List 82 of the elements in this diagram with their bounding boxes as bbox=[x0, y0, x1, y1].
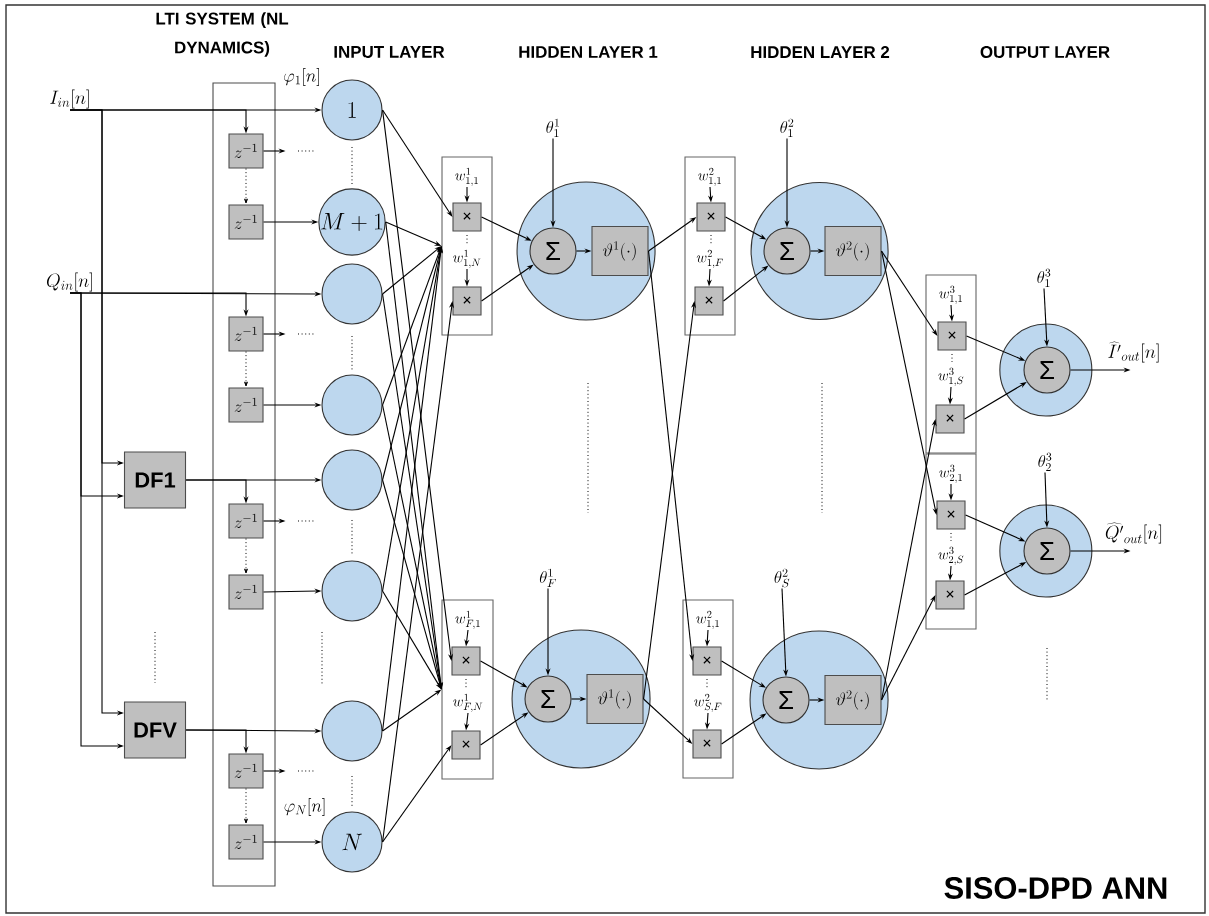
signal-label: $Q_{in}[n]$ bbox=[47, 272, 92, 292]
weight-group-box bbox=[441, 599, 494, 780]
input-neuron bbox=[321, 700, 383, 762]
multiplier-box: × bbox=[451, 646, 481, 676]
input-neuron: $1$ bbox=[321, 79, 383, 141]
layer-heading: HIDDEN LAYER 2 bbox=[751, 46, 890, 58]
delay-box: $z^{-1}$ bbox=[228, 574, 264, 610]
edge-label: $\widehat{Q'}_{out}[n]$ bbox=[1103, 521, 1165, 545]
weight-label: $w^{1}_{1,N}$ bbox=[453, 249, 481, 268]
bias-label: $\theta^{1}_{F}$ bbox=[539, 568, 556, 587]
weight-label: $w^{2}_{1,F}$ bbox=[696, 249, 723, 268]
delay-box: $z^{-1}$ bbox=[228, 204, 264, 240]
layer-heading: HIDDEN LAYER 1 bbox=[519, 46, 658, 58]
weight-label: $w^{2}_{1,1}$ bbox=[696, 610, 719, 629]
multiplier-box: × bbox=[935, 404, 965, 434]
filter-box: DF1 bbox=[123, 451, 187, 509]
input-neuron bbox=[321, 560, 383, 622]
delay-box: $z^{-1}$ bbox=[228, 387, 264, 423]
multiplier-box: × bbox=[451, 730, 481, 760]
summation-node: Σ bbox=[1023, 346, 1071, 394]
multiplier-box: × bbox=[694, 286, 724, 316]
summation-node: Σ bbox=[762, 676, 810, 724]
delay-box: $z^{-1}$ bbox=[228, 503, 264, 539]
arrow bbox=[244, 538, 248, 574]
multiplier-box: × bbox=[452, 202, 482, 232]
multiplier-box: × bbox=[936, 500, 966, 530]
arrow bbox=[244, 788, 248, 824]
edge-label: $\widehat{I'}_{out}[n]$ bbox=[1106, 340, 1162, 364]
arrow bbox=[881, 250, 938, 336]
multiplier-box: × bbox=[937, 321, 967, 351]
signal-label: $\varphi_{1}[n]$ bbox=[284, 68, 319, 86]
multiplier-box: × bbox=[692, 729, 722, 759]
arrow bbox=[881, 595, 936, 701]
filter-box: DFV bbox=[123, 701, 187, 759]
weight-group-box bbox=[925, 453, 977, 630]
activation-box: $\vartheta^{2}(\cdot)$ bbox=[824, 225, 882, 277]
weight-label: $w^{1}_{1,1}$ bbox=[455, 167, 478, 186]
weight-label: $w^{2}_{1,1}$ bbox=[698, 167, 721, 186]
weight-group-box bbox=[441, 156, 493, 336]
bias-label: $\theta^{3}_{2}$ bbox=[1038, 452, 1052, 471]
box-heading: LTI SYSTEM (NL DYNAMICS) bbox=[156, 12, 289, 57]
layer-heading: INPUT LAYER bbox=[334, 46, 445, 58]
weight-label: $w^{3}_{2,1}$ bbox=[939, 464, 962, 483]
input-neuron: $M+1$ bbox=[318, 188, 386, 256]
weight-label: $w^{3}_{1,S}$ bbox=[938, 367, 964, 386]
weight-label: $w^{2}_{S,F}$ bbox=[694, 693, 722, 712]
delay-box: $z^{-1}$ bbox=[228, 753, 264, 789]
activation-box: $\vartheta^{2}(\cdot)$ bbox=[824, 674, 882, 726]
arrow bbox=[382, 745, 452, 843]
activation-box: $\vartheta^{1}(\cdot)$ bbox=[586, 673, 644, 725]
bias-label: $\theta^{2}_{S}$ bbox=[774, 568, 790, 588]
arrow bbox=[382, 109, 453, 217]
arrow bbox=[244, 168, 248, 204]
signal-label: $I_{in}[n]$ bbox=[50, 89, 89, 109]
weight-label: $w^{3}_{2,S}$ bbox=[938, 546, 964, 565]
delay-box: $z^{-1}$ bbox=[228, 824, 264, 860]
multiplier-box: × bbox=[935, 580, 965, 610]
summation-node: Σ bbox=[529, 227, 577, 275]
input-neuron bbox=[321, 374, 383, 436]
input-neuron bbox=[321, 263, 383, 325]
weight-label: $w^{1}_{F,N}$ bbox=[453, 693, 483, 712]
multiplier-box: × bbox=[452, 286, 482, 316]
diagram-title: SISO-DPD ANN bbox=[944, 877, 1167, 899]
delay-box: $z^{-1}$ bbox=[228, 133, 264, 169]
summation-node: Σ bbox=[1023, 527, 1071, 575]
input-neuron bbox=[321, 449, 383, 511]
arrow bbox=[244, 351, 248, 387]
summation-node: Σ bbox=[524, 675, 572, 723]
bias-label: $\theta^{1}_{1}$ bbox=[546, 118, 559, 137]
weight-group-box bbox=[684, 156, 736, 336]
weight-label: $w^{1}_{F,1}$ bbox=[455, 610, 480, 629]
weight-group-box bbox=[925, 274, 977, 454]
multiplier-box: × bbox=[692, 646, 722, 676]
bias-label: $\theta^{2}_{1}$ bbox=[780, 118, 794, 137]
weight-group-box bbox=[682, 599, 734, 779]
activation-box: $\vartheta^{1}(\cdot)$ bbox=[591, 225, 649, 277]
bias-label: $\theta^{3}_{1}$ bbox=[1037, 268, 1051, 287]
layer-heading: OUTPUT LAYER bbox=[980, 46, 1110, 58]
delay-box: $z^{-1}$ bbox=[228, 316, 264, 352]
summation-node: Σ bbox=[763, 227, 811, 275]
weight-label: $w^{3}_{1,1}$ bbox=[939, 285, 962, 304]
multiplier-box: × bbox=[696, 202, 726, 232]
